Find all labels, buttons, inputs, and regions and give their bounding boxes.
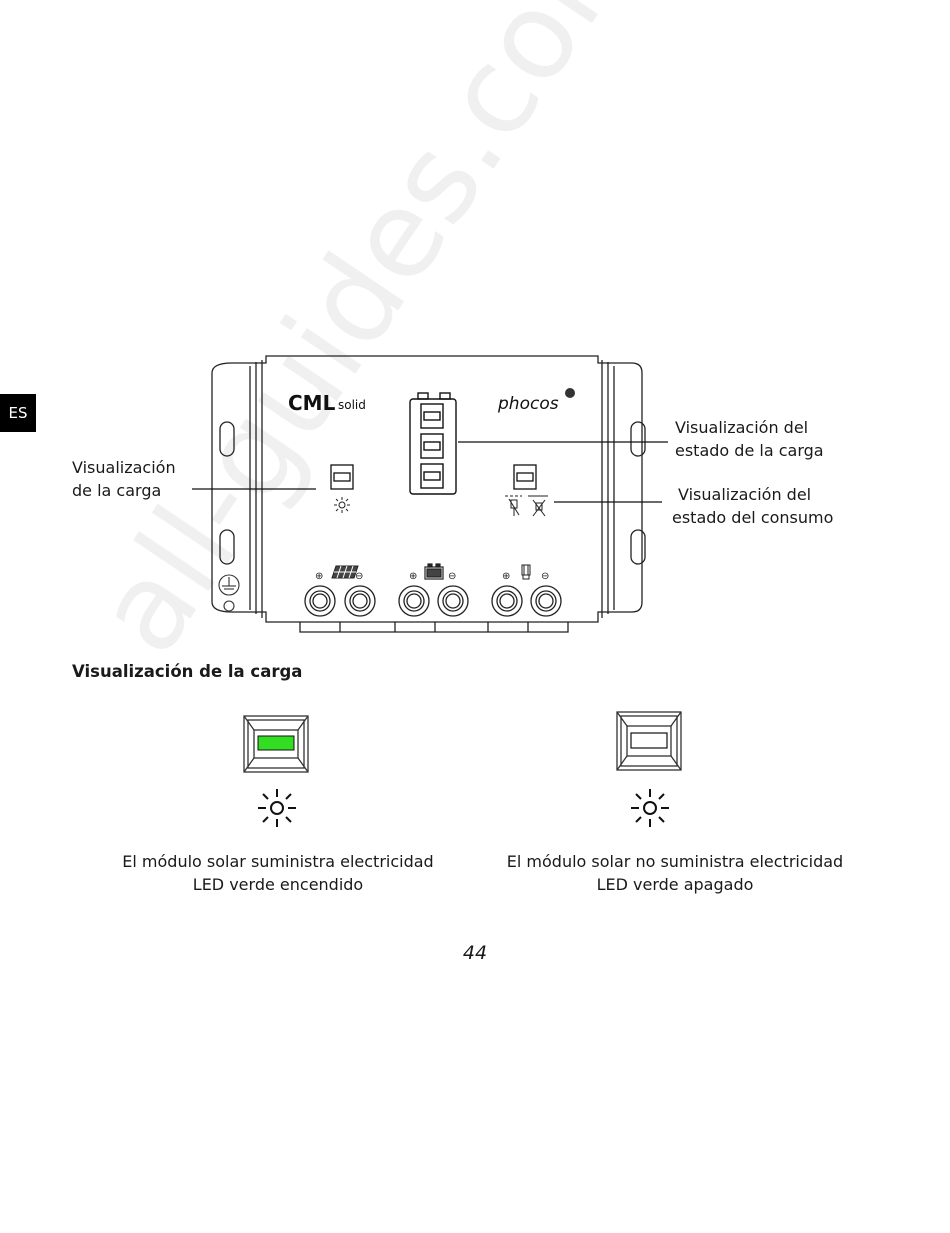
ground-icon [219, 575, 239, 611]
terminals [305, 586, 561, 616]
terminal-screw [305, 586, 335, 616]
charge-state-leds [410, 393, 456, 494]
brand-dot [565, 388, 575, 398]
brand-logo: phocos [497, 394, 559, 414]
minus-marker: ⊖ [355, 571, 363, 582]
callout-load-state: Visualización del estado del consumo [672, 483, 833, 529]
sun-icon [258, 789, 296, 827]
sun-icon [631, 789, 669, 827]
sun-icon-small [334, 497, 350, 513]
charge-controller-diagram: CML solid phocos [0, 0, 950, 660]
load-led [514, 465, 536, 489]
battery-icon [425, 564, 443, 579]
page-number: 44 [0, 942, 950, 964]
terminal-screw [345, 586, 375, 616]
callout-charge-state: Visualización del estado de la carga [675, 416, 824, 462]
terminal-screw [438, 586, 468, 616]
minus-marker: ⊖ [448, 571, 456, 582]
led-illustrations [0, 700, 950, 840]
caption-led-on: El módulo solar suministra electricidad … [108, 850, 448, 896]
section-heading: Visualización de la carga [72, 662, 302, 681]
terminal-screw [531, 586, 561, 616]
charge-led [331, 465, 353, 489]
led-off-light [631, 733, 667, 748]
plus-marker: ⊕ [409, 571, 417, 582]
terminal-screw [492, 586, 522, 616]
terminal-screw [399, 586, 429, 616]
callout-charge-display: Visualización de la carga [72, 456, 176, 502]
caption-led-off: El módulo solar no suministra electricid… [494, 850, 856, 896]
plus-marker: ⊕ [315, 571, 323, 582]
minus-marker: ⊖ [541, 571, 549, 582]
load-state-icons [505, 496, 548, 516]
model-suffix: solid [338, 398, 366, 412]
led-on-light [258, 736, 294, 750]
plus-marker: ⊕ [502, 571, 510, 582]
model-name: CML [288, 391, 336, 415]
lamp-icon [522, 565, 530, 579]
